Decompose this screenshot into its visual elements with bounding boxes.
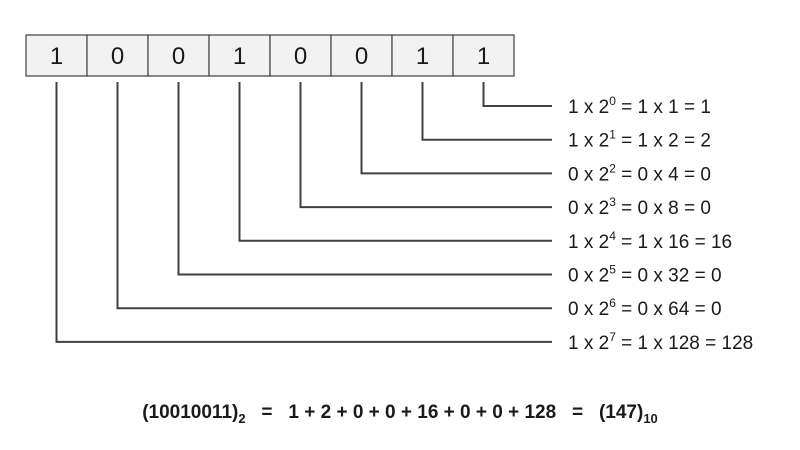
expansion-term: 1 x 27 = 1 x 128 = 128 bbox=[568, 330, 753, 354]
term-exponent: 7 bbox=[609, 330, 616, 344]
connector-line bbox=[360, 82, 552, 175]
sum-binary-base: 2 bbox=[238, 411, 245, 426]
term-rest: = 1 x 1 = 1 bbox=[616, 97, 711, 118]
term-exponent: 5 bbox=[609, 263, 616, 277]
term-base: 0 x 2 bbox=[568, 198, 609, 219]
bit-box bbox=[25, 34, 88, 77]
term-rest: = 0 x 64 = 0 bbox=[616, 299, 722, 320]
connector-line bbox=[482, 82, 552, 107]
sum-decimal: (147) bbox=[599, 402, 643, 423]
expansion-term: 0 x 22 = 0 x 4 = 0 bbox=[568, 161, 711, 185]
term-base: 1 x 2 bbox=[568, 97, 609, 118]
sum-equation: (10010011)2 = 1 + 2 + 0 + 0 + 16 + 0 + 0… bbox=[142, 402, 658, 426]
term-rest: = 0 x 8 = 0 bbox=[616, 198, 711, 219]
bit-box bbox=[269, 34, 332, 77]
connector-line bbox=[116, 82, 552, 310]
term-base: 1 x 2 bbox=[568, 131, 609, 152]
bit-digit: 1 bbox=[477, 43, 490, 70]
expansion-terms: 1 x 20 = 1 x 1 = 11 x 21 = 1 x 2 = 20 x … bbox=[568, 94, 753, 354]
term-exponent: 3 bbox=[609, 195, 616, 209]
expansion-term: 1 x 20 = 1 x 1 = 1 bbox=[568, 94, 711, 118]
term-exponent: 2 bbox=[609, 161, 616, 175]
bit-digit: 1 bbox=[233, 43, 246, 70]
expansion-term: 0 x 26 = 0 x 64 = 0 bbox=[568, 296, 722, 320]
sum-equals: = bbox=[556, 402, 599, 423]
term-rest: = 1 x 128 = 128 bbox=[616, 333, 753, 354]
connector-lines bbox=[55, 82, 552, 343]
bit-digit: 0 bbox=[111, 43, 124, 70]
bit-box bbox=[391, 34, 454, 77]
connector-line bbox=[421, 82, 552, 141]
expansion-term: 0 x 25 = 0 x 32 = 0 bbox=[568, 263, 722, 287]
bit-box bbox=[452, 34, 515, 77]
bit-box bbox=[86, 34, 149, 77]
connector-line bbox=[177, 82, 552, 276]
term-rest: = 1 x 2 = 2 bbox=[616, 131, 711, 152]
term-exponent: 4 bbox=[609, 229, 616, 243]
sum-equals: = bbox=[246, 402, 289, 423]
term-base: 0 x 2 bbox=[568, 164, 609, 185]
term-rest: = 0 x 4 = 0 bbox=[616, 164, 711, 185]
bit-digit: 0 bbox=[172, 43, 185, 70]
term-base: 1 x 2 bbox=[568, 333, 609, 354]
bit-digit: 0 bbox=[294, 43, 307, 70]
connector-line bbox=[299, 82, 552, 209]
bit-digit: 1 bbox=[416, 43, 429, 70]
bit-digit: 0 bbox=[355, 43, 368, 70]
expansion-term: 1 x 24 = 1 x 16 = 16 bbox=[568, 229, 732, 253]
connector-line bbox=[238, 82, 552, 242]
connector-line bbox=[55, 82, 552, 343]
term-exponent: 0 bbox=[609, 94, 616, 108]
bit-digit: 1 bbox=[50, 43, 63, 70]
term-base: 1 x 2 bbox=[568, 232, 609, 253]
term-rest: = 1 x 16 = 16 bbox=[616, 232, 732, 253]
term-base: 0 x 2 bbox=[568, 299, 609, 320]
term-exponent: 6 bbox=[609, 296, 616, 310]
bit-boxes: 1 0 0 1 0 0 1 1 bbox=[25, 34, 515, 77]
term-exponent: 1 bbox=[609, 128, 616, 142]
expansion-term: 0 x 23 = 0 x 8 = 0 bbox=[568, 195, 711, 219]
sum-binary: (10010011) bbox=[142, 402, 238, 423]
sum-terms: 1 + 2 + 0 + 0 + 16 + 0 + 0 + 128 bbox=[288, 402, 556, 423]
expansion-term: 1 x 21 = 1 x 2 = 2 bbox=[568, 128, 711, 152]
term-base: 0 x 2 bbox=[568, 266, 609, 287]
bit-box bbox=[147, 34, 210, 77]
bit-box bbox=[330, 34, 393, 77]
sum-decimal-base: 10 bbox=[643, 411, 657, 426]
term-rest: = 0 x 32 = 0 bbox=[616, 266, 722, 287]
